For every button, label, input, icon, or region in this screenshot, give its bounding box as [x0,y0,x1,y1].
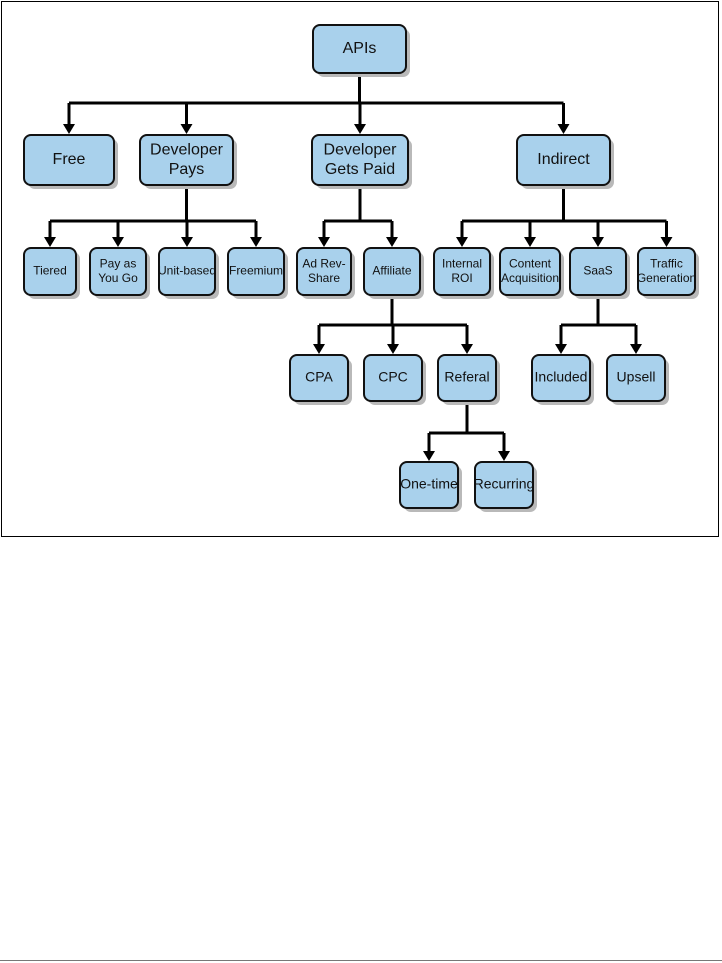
node-label: Referal [444,369,489,385]
node-recurring: Recurring [474,461,537,512]
node-unit-based: Unit-based [158,247,219,299]
arrowhead-cpc [387,344,399,354]
node-box [289,354,349,402]
node-box [296,247,352,296]
node-label: You Go [98,271,138,285]
node-box [227,247,285,296]
node-box [437,354,497,402]
node-freemium: Freemium [227,247,288,299]
node-label: Developer [324,142,398,159]
node-label: Affiliate [372,264,411,278]
connectors [44,73,673,461]
node-label: Tiered [33,264,67,278]
node-box [312,24,407,74]
node-box [23,247,77,296]
node-label: Pay as [100,256,137,270]
node-box [363,354,423,402]
arrowhead-freemium [250,237,262,247]
arrowhead-developer_gets_paid [354,124,366,134]
node-indirect: Indirect [516,134,614,189]
node-label: ROI [451,271,472,285]
node-box [516,134,611,186]
page-bottom-rule [0,960,722,961]
arrowhead-referal [461,344,473,354]
node-included: Included [531,354,594,405]
node-tiered: Tiered [23,247,80,299]
arrowhead-pay_as_you_go [112,237,124,247]
node-label: Indirect [537,151,590,168]
node-referal: Referal [437,354,500,405]
node-label: Unit-based [158,264,216,278]
node-box [474,461,534,509]
node-cpc: CPC [363,354,426,405]
node-upsell: Upsell [606,354,669,405]
arrowhead-traffic_generation [660,237,673,247]
arrowhead-saas [592,237,604,247]
node-label: Acquisition [501,271,559,285]
node-box [499,247,561,296]
arrowhead-upsell [630,344,642,354]
node-label: Content [509,256,552,270]
node-one-time: One-time [399,461,462,512]
node-box [399,461,459,509]
node-box [158,247,216,296]
node-label: Upsell [617,369,656,385]
node-box [139,134,234,186]
arrowhead-cpa [313,344,325,354]
node-label: Ad Rev- [302,256,345,270]
node-box [433,247,491,296]
arrowhead-developer_pays [180,124,193,134]
node-apis: APIs [312,24,410,77]
node-label: Developer [150,142,224,159]
arrowhead-affiliate [386,237,398,247]
node-label: SaaS [583,264,612,278]
node-label: Internal [442,256,482,270]
arrowhead-recurring [498,451,510,461]
node-free: Free [23,134,118,189]
node-label: CPA [305,369,333,385]
node-label: CPC [378,369,408,385]
arrowhead-indirect [557,124,570,134]
node-cpa: CPA [289,354,352,405]
node-label: Free [53,151,86,168]
node-label: Pays [169,161,205,178]
arrowhead-ad_rev_share [318,237,330,247]
node-box [363,247,421,296]
node-label: Gets Paid [325,161,395,178]
node-label: Share [308,271,340,285]
arrowhead-free [63,124,75,134]
node-ad-rev-share: Ad Rev-Share [296,247,355,299]
node-label: APIs [343,40,377,57]
diagram-frame [1,1,719,537]
node-label: One-time [400,476,458,492]
node-label: Included [535,369,588,385]
node-label: Traffic [650,256,683,270]
node-box [569,247,627,296]
node-affiliate: Affiliate [363,247,424,299]
node-box [89,247,147,296]
node-box [311,134,409,186]
node-box [23,134,115,186]
node-label: Generation [637,271,696,285]
node-saas: SaaS [569,247,630,299]
node-box [606,354,666,402]
arrowhead-included [555,344,567,354]
node-box [637,247,696,296]
node-label: Freemium [229,264,283,278]
arrowhead-tiered [44,237,56,247]
arrowhead-internal_roi [456,237,468,247]
arrowhead-content_acquisition [524,237,536,247]
arrowhead-one_time [423,451,435,461]
node-box [531,354,591,402]
node-label: Recurring [474,476,535,492]
arrowhead-unit_based [181,237,193,247]
